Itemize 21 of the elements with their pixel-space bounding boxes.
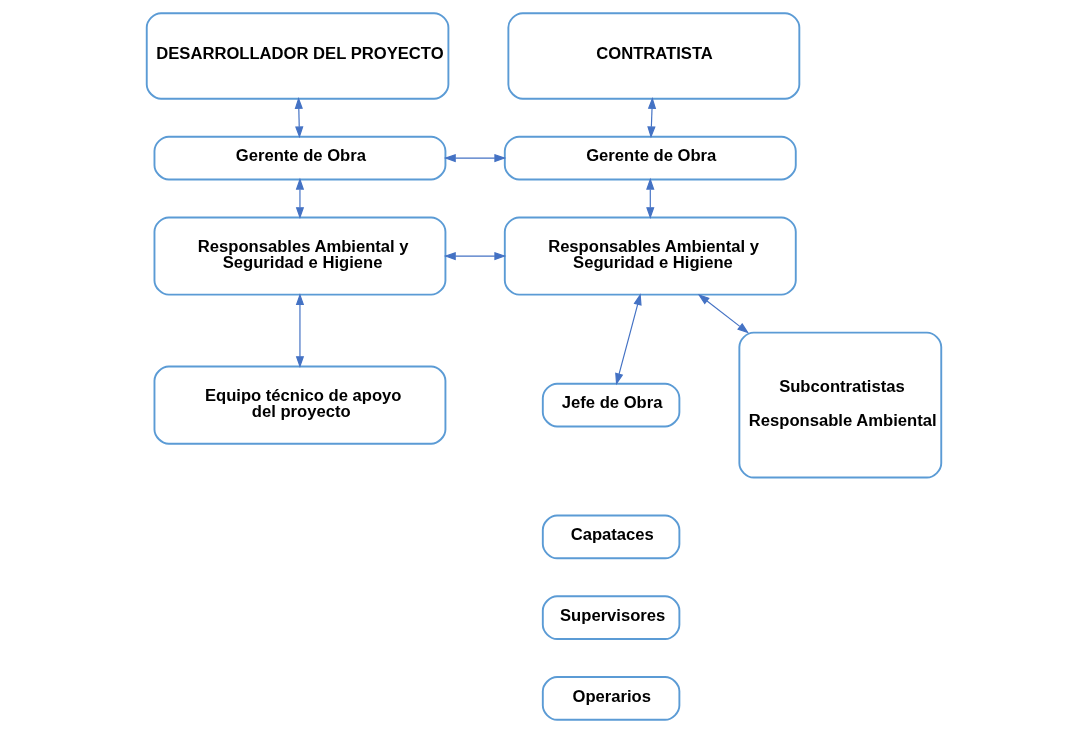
node-box: Capataces — [541, 514, 680, 560]
node-box: Equipo técnico de apoyo del proyecto — [153, 365, 446, 445]
arrow — [645, 177, 654, 220]
node-box: DESARROLLADOR DEL PROYECTO — [145, 12, 449, 100]
arrow — [294, 97, 303, 139]
arrow — [295, 177, 304, 220]
node-box: Jefe de Obra — [541, 382, 680, 428]
node-box: Gerente de Obra — [503, 135, 797, 181]
node-box: Gerente de Obra — [153, 135, 446, 181]
node-box: Subcontratistas Responsable Ambiental — [737, 331, 942, 479]
node-box: Operarios — [541, 676, 680, 721]
node-box: Responsables Ambiental y Seguridad e Higiene — [503, 216, 797, 296]
arrow — [646, 97, 656, 139]
arrow — [443, 251, 506, 261]
arrow — [614, 293, 642, 386]
node-box: CONTRATISTA — [506, 12, 800, 100]
arrow — [697, 293, 749, 334]
arrow — [443, 153, 506, 163]
node-box: Supervisores — [541, 595, 680, 640]
arrow — [295, 293, 304, 369]
node-box: Responsables Ambiental y Seguridad e Higiene — [153, 216, 446, 296]
